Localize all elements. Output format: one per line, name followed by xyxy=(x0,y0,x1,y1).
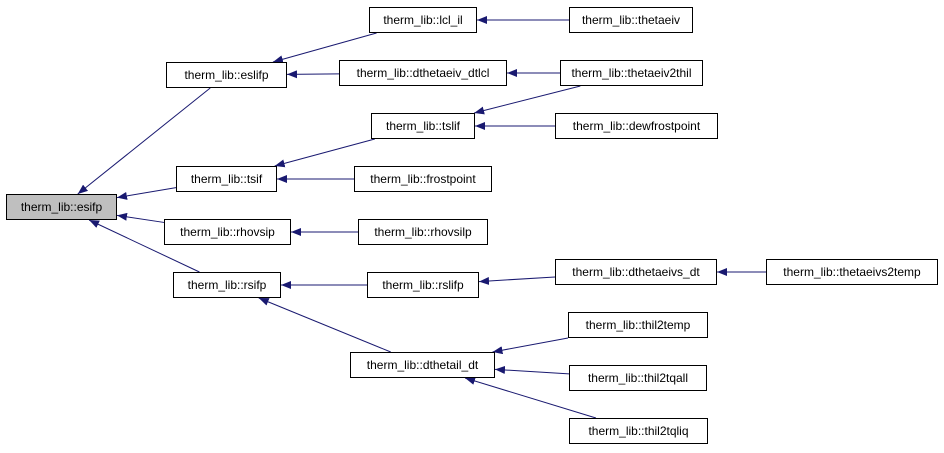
edge-tsif-to-esifp xyxy=(116,187,177,200)
edge-lcl_il-to-eslifp xyxy=(272,32,377,64)
node-label: therm_lib::dewfrostpoint xyxy=(572,119,701,133)
node-label: therm_lib::thil2tqall xyxy=(587,371,689,385)
node-label: therm_lib::eslifp xyxy=(184,68,269,82)
node-label: therm_lib::dthetaeivs_dt xyxy=(572,265,700,279)
node-lcl-il[interactable]: therm_lib::lcl_il xyxy=(369,7,477,33)
node-tslif[interactable]: therm_lib::tslif xyxy=(371,113,475,139)
edge-thil2temp-to-dthetail_dt xyxy=(492,337,569,355)
node-rsifp[interactable]: therm_lib::rsifp xyxy=(173,272,281,298)
node-rhovsip[interactable]: therm_lib::rhovsip xyxy=(164,219,291,245)
edge-dthetaeivs_dt-to-rslifp xyxy=(478,276,556,285)
node-label: therm_lib::dthetaeiv_dtlcl xyxy=(356,66,490,80)
edge-rsifp-to-esifp xyxy=(88,219,200,273)
edge-rhovsip-to-esifp xyxy=(116,212,165,223)
node-thetaeivs2temp[interactable]: therm_lib::thetaeivs2temp xyxy=(766,259,938,285)
node-label: therm_lib::thetaeiv xyxy=(581,13,681,27)
edge-tslif-to-tsif xyxy=(274,138,375,168)
node-thil2temp[interactable]: therm_lib::thil2temp xyxy=(568,312,708,338)
node-label: therm_lib::dthetail_dt xyxy=(366,358,479,372)
node-label: therm_lib::rhovsilp xyxy=(374,225,472,239)
edge-thil2tqliq-to-dthetail_dt xyxy=(464,377,597,419)
node-rhovsilp[interactable]: therm_lib::rhovsilp xyxy=(358,219,488,245)
node-dewfrostpoint[interactable]: therm_lib::dewfrostpoint xyxy=(555,113,718,139)
edge-thetaeiv2thil-to-tslif xyxy=(474,85,581,115)
node-label: therm_lib::rslifp xyxy=(382,278,464,292)
node-frostpoint[interactable]: therm_lib::frostpoint xyxy=(354,166,492,192)
node-label: therm_lib::thetaeivs2temp xyxy=(783,265,921,279)
node-label: therm_lib::thetaeiv2thil xyxy=(571,66,692,80)
edge-eslifp-to-esifp xyxy=(77,87,211,195)
node-label: therm_lib::tslif xyxy=(385,119,461,133)
edge-dthetaeiv_dtlcl-to-eslifp xyxy=(286,70,340,79)
node-thetaeiv[interactable]: therm_lib::thetaeiv xyxy=(569,7,693,33)
node-label: therm_lib::thil2tqliq xyxy=(588,424,689,438)
edge-thil2tqall-to-dthetail_dt xyxy=(494,365,570,375)
node-label: therm_lib::rsifp xyxy=(187,278,267,292)
node-label: therm_lib::esifp xyxy=(20,200,103,214)
edge-dthetail_dt-to-rsifp xyxy=(258,297,391,353)
node-thil2tqall[interactable]: therm_lib::thil2tqall xyxy=(569,365,707,391)
node-label: therm_lib::tsif xyxy=(190,172,263,186)
node-label: therm_lib::frostpoint xyxy=(370,172,476,186)
node-label: therm_lib::thil2temp xyxy=(585,318,691,332)
node-dthetail-dt[interactable]: therm_lib::dthetail_dt xyxy=(350,352,495,378)
node-dthetaeivs-dt[interactable]: therm_lib::dthetaeivs_dt xyxy=(555,259,717,285)
node-thetaeiv2thil[interactable]: therm_lib::thetaeiv2thil xyxy=(560,60,703,86)
node-thil2tqliq[interactable]: therm_lib::thil2tqliq xyxy=(569,418,708,444)
node-dthetaeiv-dtlcl[interactable]: therm_lib::dthetaeiv_dtlcl xyxy=(339,60,507,86)
node-eslifp[interactable]: therm_lib::eslifp xyxy=(166,62,287,88)
node-label: therm_lib::lcl_il xyxy=(383,13,463,27)
node-esifp: therm_lib::esifp xyxy=(6,194,117,220)
node-label: therm_lib::rhovsip xyxy=(180,225,275,239)
node-tsif[interactable]: therm_lib::tsif xyxy=(176,166,277,192)
node-rslifp[interactable]: therm_lib::rslifp xyxy=(367,272,479,298)
